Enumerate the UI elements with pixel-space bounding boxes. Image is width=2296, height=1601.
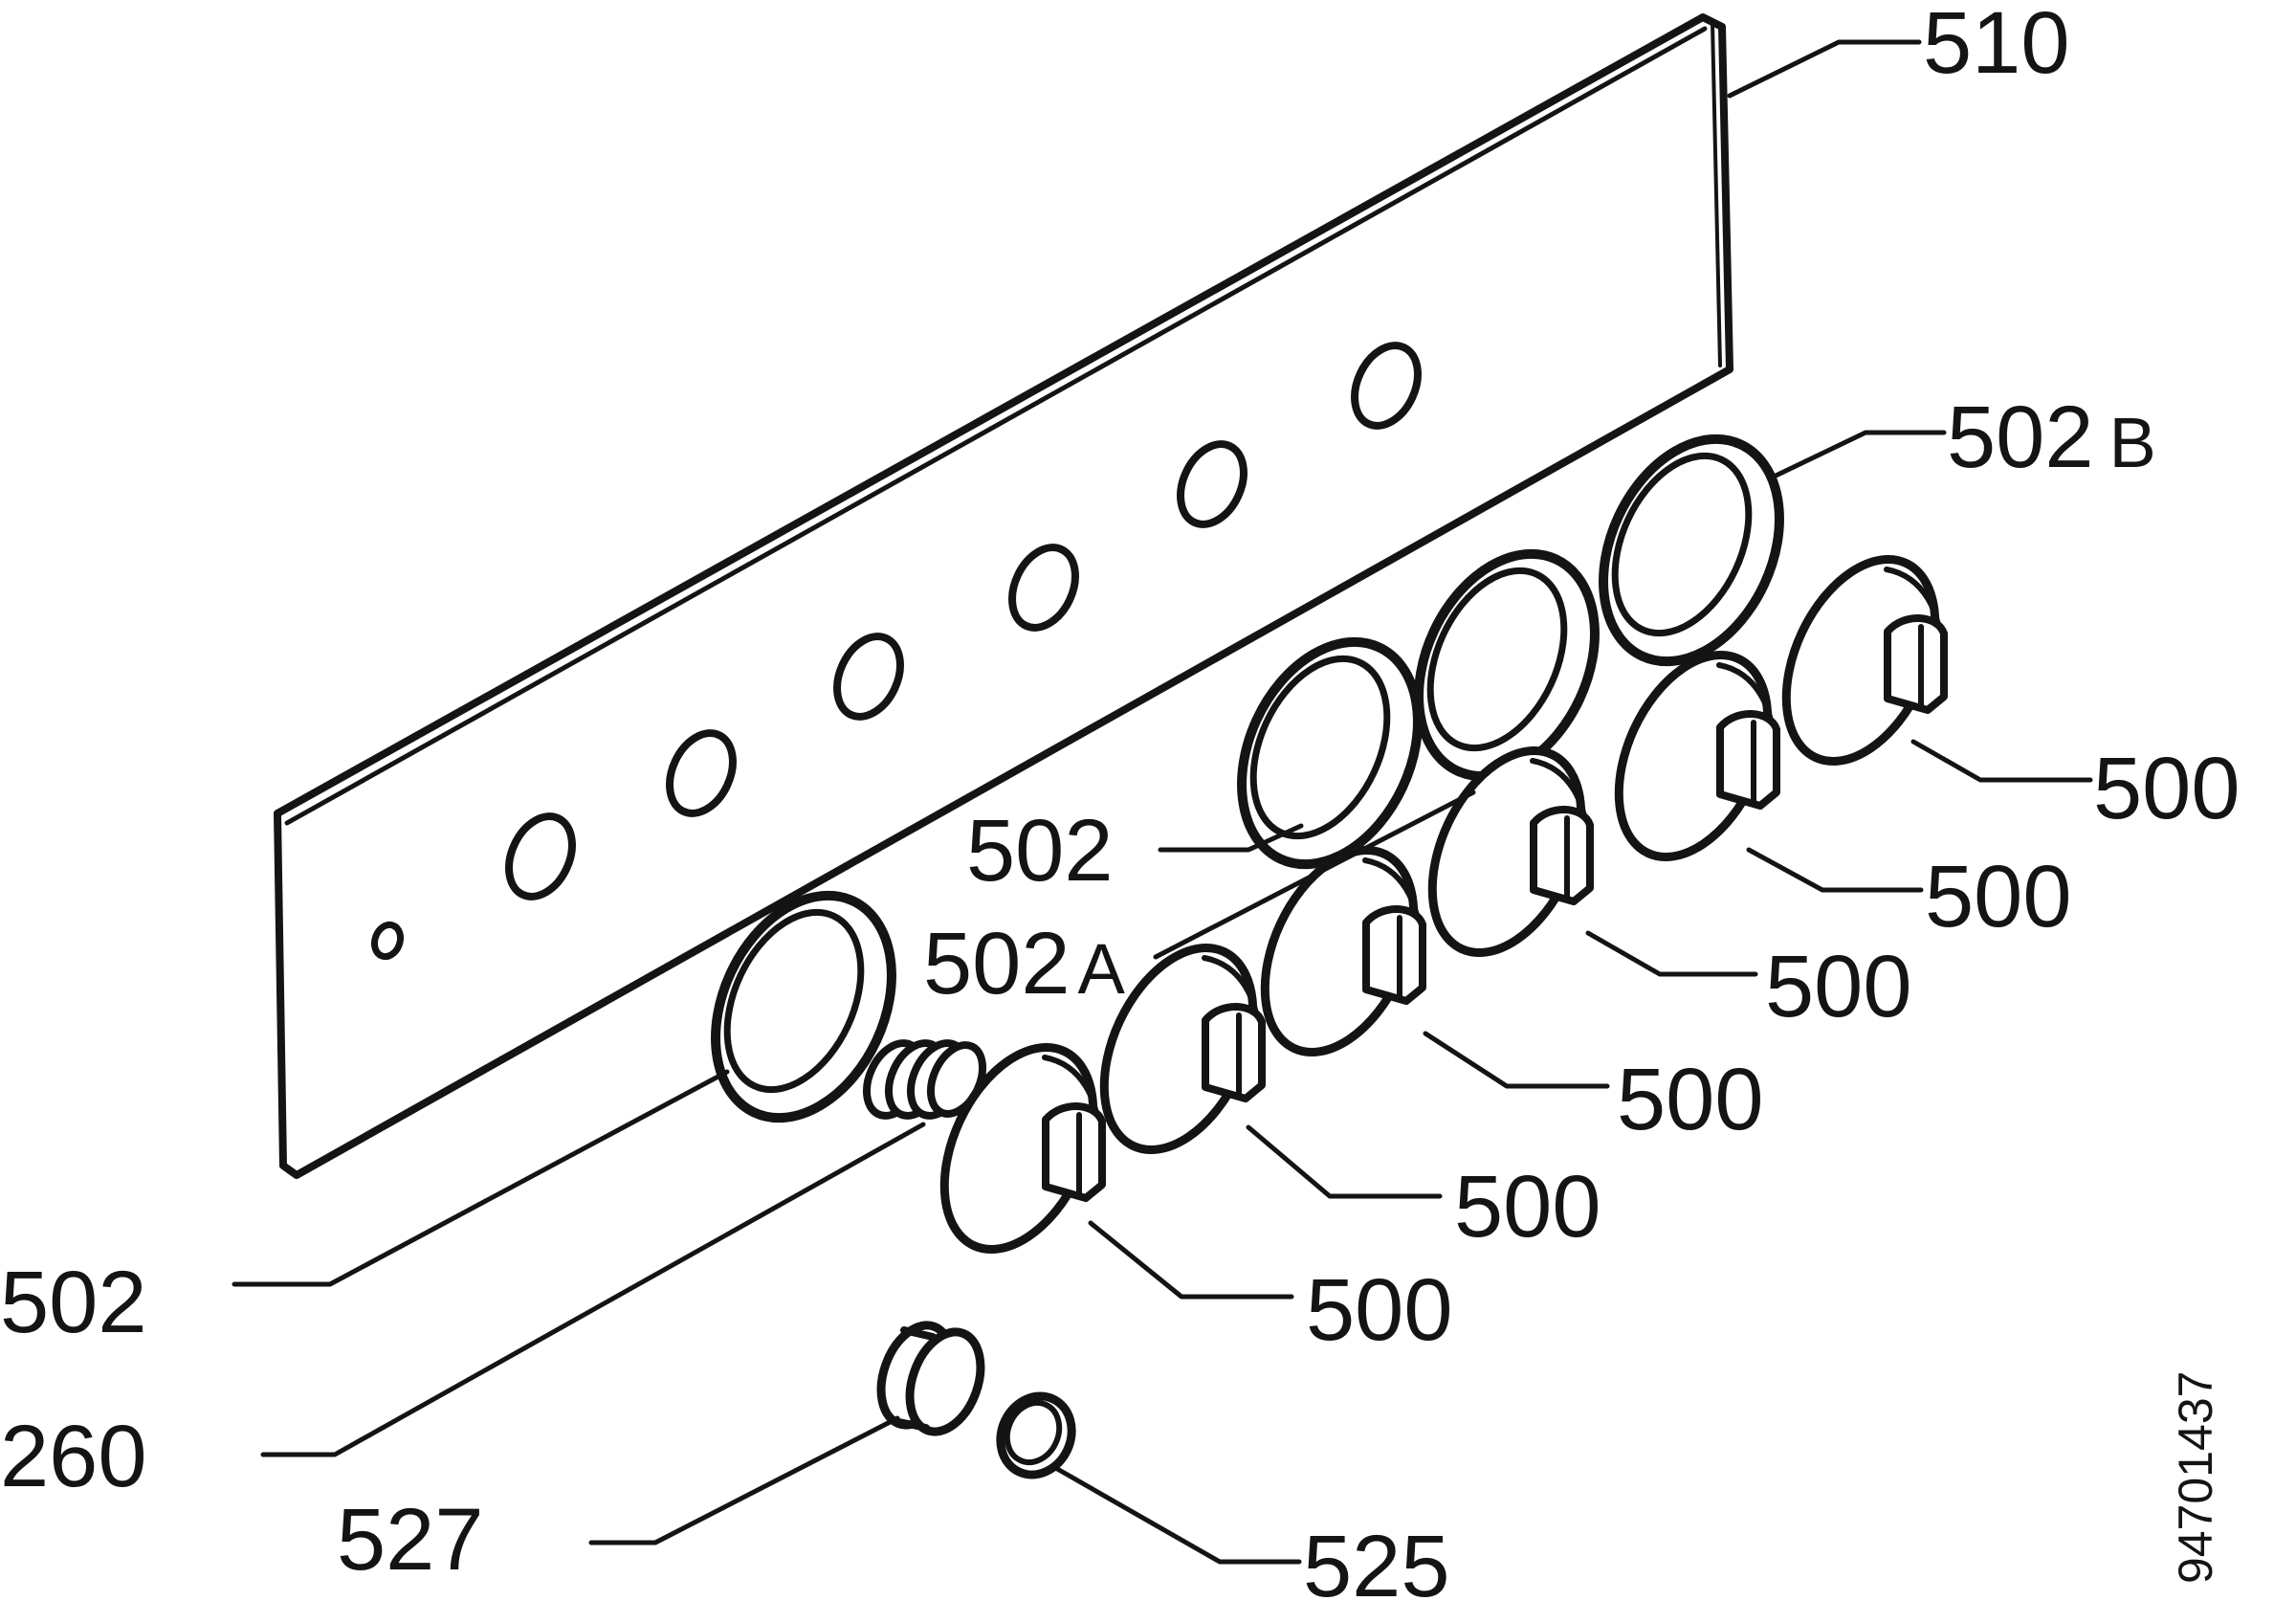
bezel-ring-lower-502 [711, 890, 896, 1123]
bezel-ring-upper-502 [1237, 636, 1423, 870]
knob-5 [1614, 651, 1780, 861]
label-500-6: 500 [1306, 1261, 1453, 1359]
knob-4 [1427, 746, 1594, 957]
knob-1 [939, 1043, 1106, 1254]
label-500-3: 500 [1765, 938, 1912, 1035]
label-260: 260 [0, 1408, 147, 1505]
bezel-ring-502b [1599, 434, 1784, 667]
label-525: 525 [1303, 1518, 1450, 1601]
leader-lines [232, 39, 2093, 1565]
label-500-5: 500 [1454, 1158, 1601, 1256]
knob-6 [1781, 555, 1948, 766]
document-id: 94701437 [2169, 1371, 2222, 1584]
label-500-2: 500 [1925, 848, 2072, 945]
label-502-lower: 502 [0, 1254, 147, 1351]
panel-holes [370, 342, 1422, 961]
label-500-1: 500 [2093, 740, 2241, 837]
bezel-ring-502a [1414, 548, 1600, 782]
label-510: 510 [1923, 0, 2070, 92]
knob-2 [1099, 944, 1266, 1154]
cap [996, 1391, 1076, 1479]
label-527: 527 [337, 1491, 484, 1589]
bushing [876, 1321, 985, 1436]
label-502-upper: 502 [966, 802, 1114, 900]
label-500-4: 500 [1617, 1051, 1764, 1148]
knob-3 [1260, 846, 1426, 1056]
control-panel [274, 13, 1733, 1179]
